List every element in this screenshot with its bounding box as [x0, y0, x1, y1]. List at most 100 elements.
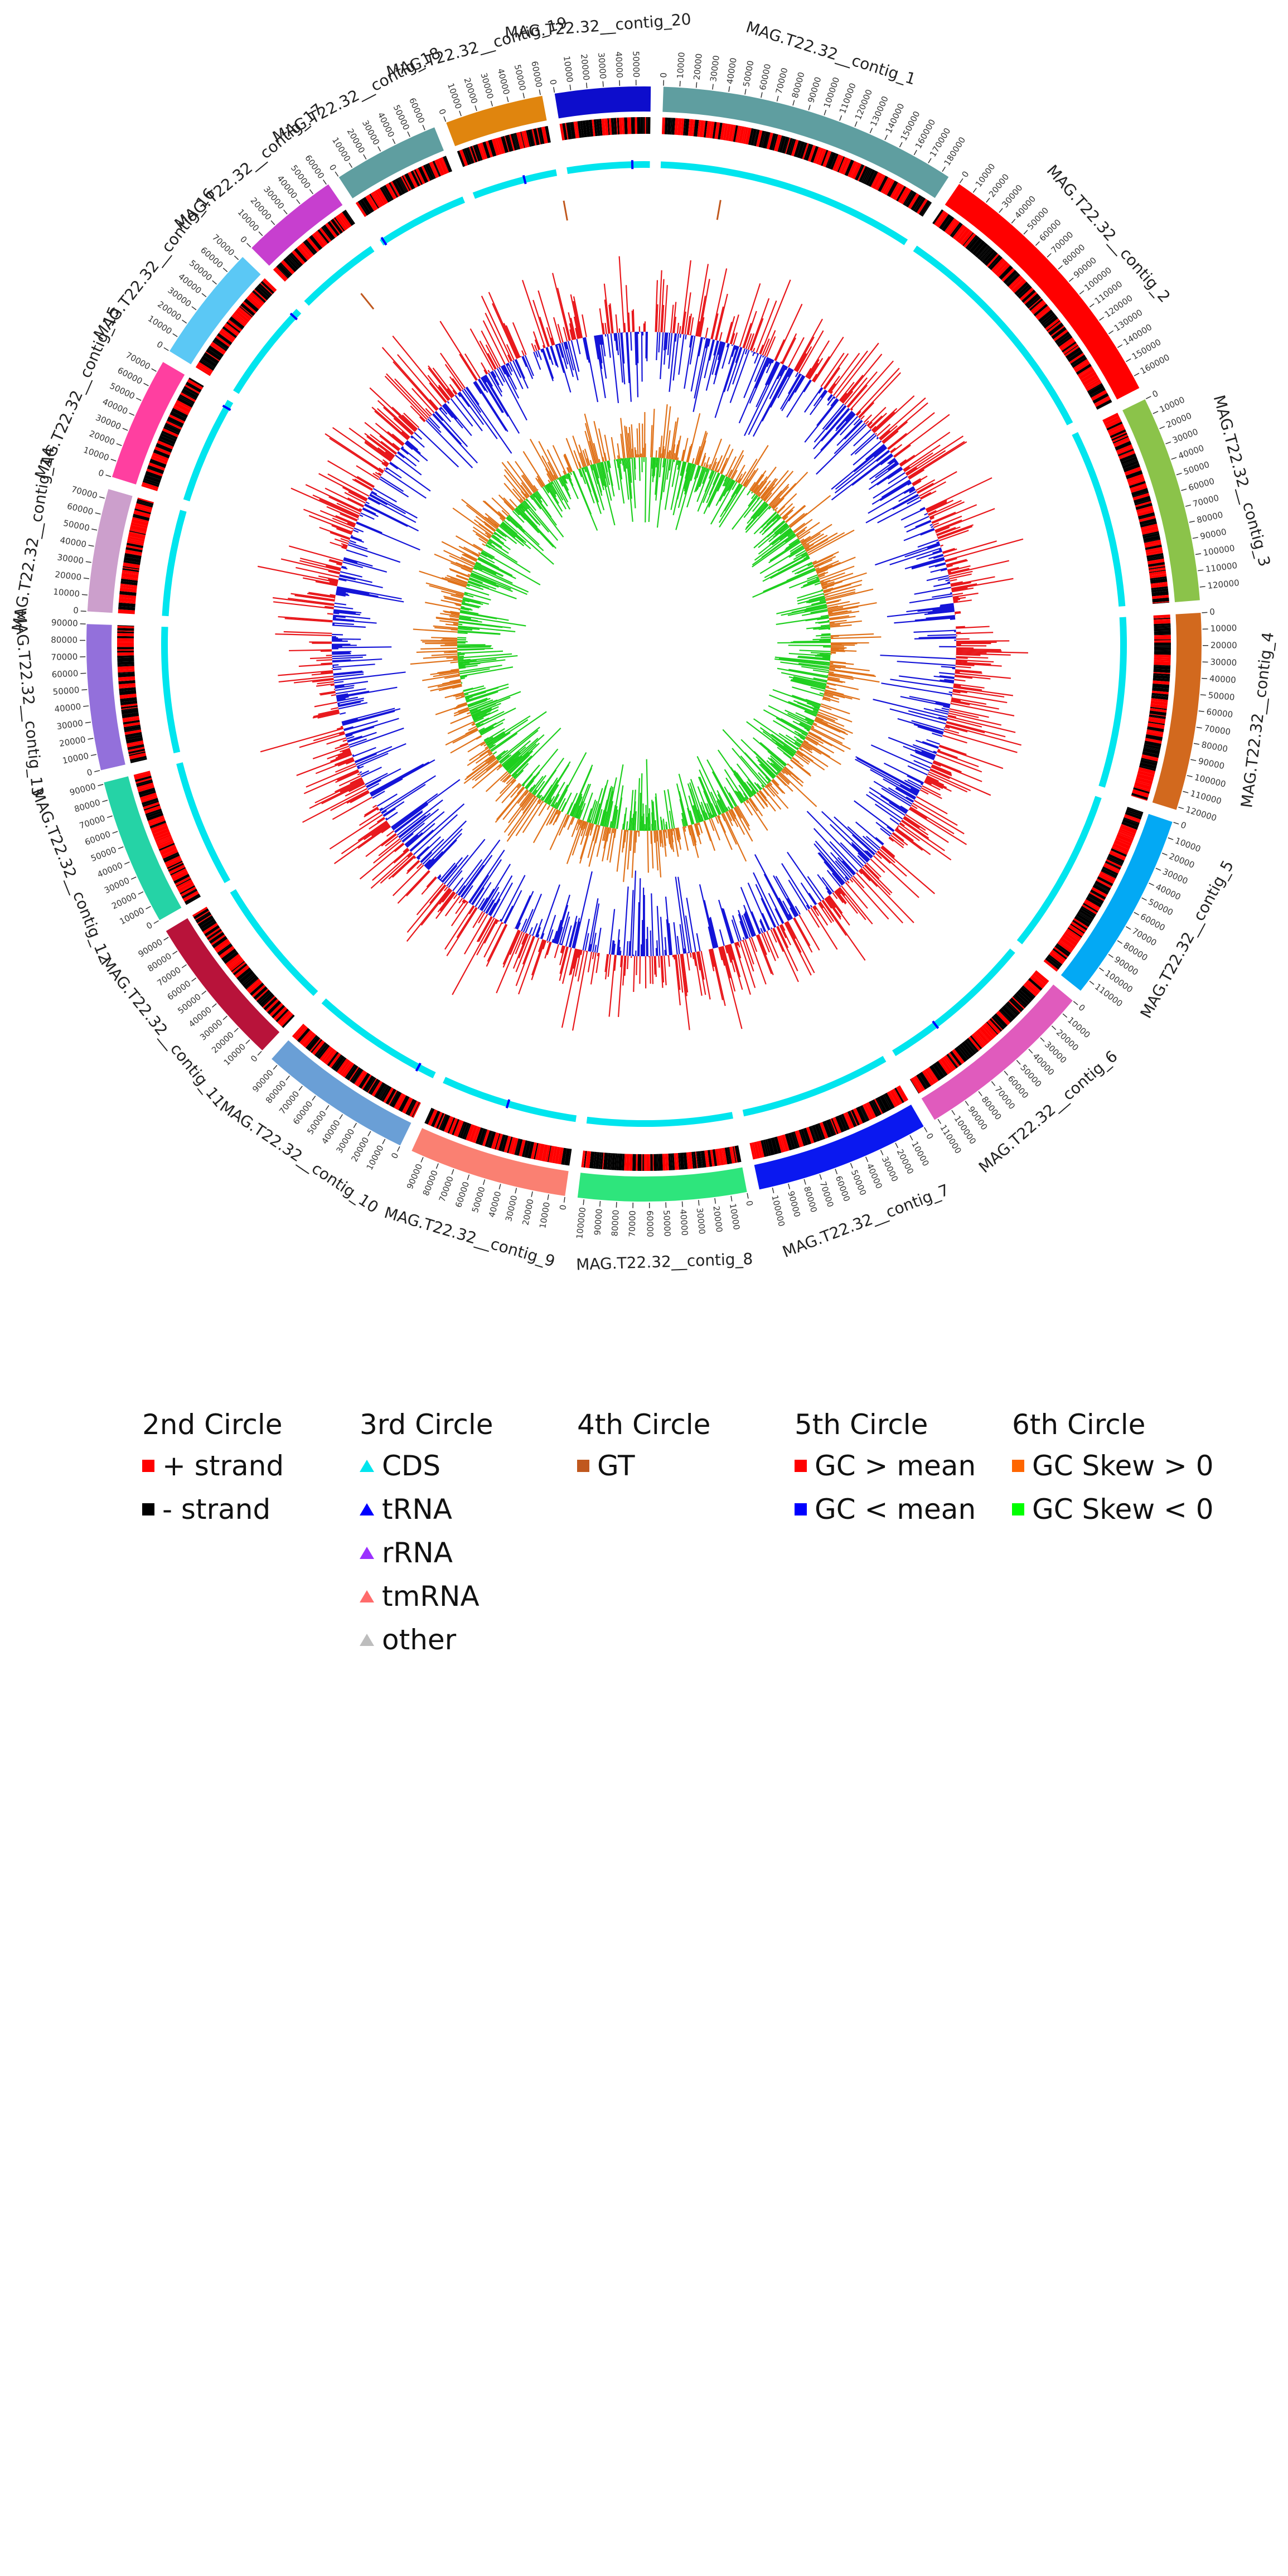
gc-bar: [749, 298, 770, 351]
gc-bar: [338, 578, 347, 582]
gc-bar: [495, 919, 499, 924]
gc-bar: [321, 671, 333, 674]
skew-bar: [772, 778, 779, 786]
strand-block: [1143, 535, 1160, 543]
strand-block: [501, 135, 509, 153]
skew-bar: [748, 798, 758, 812]
skew-bar: [599, 810, 605, 826]
skew-bar: [461, 567, 472, 573]
gc-bar: [951, 582, 971, 587]
tick-mark: [824, 109, 827, 115]
strand-block: [1070, 923, 1085, 934]
gc-bar: [924, 512, 928, 516]
gc-bar: [616, 333, 619, 356]
tick-mark: [761, 92, 763, 98]
gc-bar: [553, 317, 561, 343]
tick-label: 90000: [1197, 756, 1225, 771]
gc-bar: [952, 689, 1005, 698]
skew-bar: [655, 820, 657, 831]
skew-bar: [728, 806, 731, 810]
skew-bar: [806, 736, 835, 754]
strand-block: [767, 1138, 775, 1156]
skew-bar: [571, 803, 578, 817]
strand-block: [433, 1112, 443, 1129]
skew-bar: [475, 717, 490, 725]
gc-bar: [443, 404, 457, 420]
tick-mark: [130, 877, 137, 880]
strand-block: [966, 236, 980, 251]
strand-block: [697, 1151, 703, 1168]
strand-block: [1113, 437, 1130, 447]
skew-bar: [801, 580, 820, 589]
gc-bar: [681, 953, 687, 996]
skew-bar: [822, 587, 827, 590]
skew-bar: [695, 823, 700, 835]
gc-bar: [754, 356, 767, 382]
gc-bar: [369, 387, 417, 432]
skew-bar: [517, 786, 524, 795]
strand-block: [1090, 889, 1106, 900]
strand-block: [1074, 360, 1091, 373]
tick-mark: [1181, 488, 1187, 491]
gc-bar: [535, 351, 539, 358]
strand-block: [1151, 698, 1168, 703]
gc-bar: [888, 458, 896, 464]
gc-bar: [556, 927, 563, 945]
strand-block: [1072, 919, 1088, 931]
skew-bar: [466, 587, 490, 596]
skew-bar: [717, 815, 727, 833]
gc-bar: [414, 856, 417, 859]
strand-block: [279, 262, 293, 275]
strand-block: [1014, 282, 1029, 296]
gc-bar: [887, 608, 955, 618]
strand-block: [516, 132, 523, 149]
gc-bar: [273, 601, 334, 609]
strand-block: [157, 838, 173, 846]
strand-block: [977, 245, 989, 258]
skew-bar: [697, 465, 700, 472]
skew-bar: [710, 791, 722, 815]
strand-block: [721, 1148, 725, 1165]
strand-block: [691, 1151, 695, 1169]
gc-bar: [675, 877, 687, 954]
skew-bar: [503, 482, 522, 503]
skew-bar: [496, 765, 503, 771]
tick-mark: [515, 1188, 517, 1194]
gc-bar: [936, 541, 940, 544]
strand-block: [821, 149, 829, 166]
gc-bar: [336, 698, 346, 701]
skew-bar: [522, 794, 535, 811]
skew-bar: [444, 611, 460, 615]
strand-block: [269, 1003, 284, 1017]
gc-bar: [303, 509, 354, 530]
tick-mark: [1134, 912, 1140, 916]
strand-block: [994, 261, 1008, 275]
gc-bar: [940, 568, 947, 572]
strand-block: [117, 649, 134, 651]
skew-bar: [814, 720, 841, 733]
skew-bar: [477, 558, 516, 579]
strand-block: [295, 1026, 308, 1041]
strand-block: [1133, 787, 1150, 794]
strand-block: [125, 547, 143, 553]
gc-bar: [915, 752, 934, 761]
gc-bar: [393, 849, 410, 864]
gc-bar: [726, 316, 735, 343]
skew-bar: [444, 597, 462, 603]
gc-bar: [837, 856, 855, 876]
gc-bar: [406, 860, 420, 874]
strand-block: [664, 117, 669, 134]
tick-mark: [951, 1110, 956, 1116]
tick-label: 80000: [790, 71, 807, 99]
skew-bar: [828, 611, 833, 614]
skew-bar: [815, 718, 828, 725]
skew-bar: [664, 829, 666, 832]
gc-bar: [660, 917, 664, 956]
strand-block: [944, 218, 956, 233]
gc-bar: [378, 838, 400, 856]
skew-bar: [486, 715, 531, 744]
strand-block: [1142, 529, 1159, 535]
strand-block: [865, 169, 876, 186]
tick-label: 40000: [725, 57, 739, 85]
gc-bar: [319, 510, 356, 526]
